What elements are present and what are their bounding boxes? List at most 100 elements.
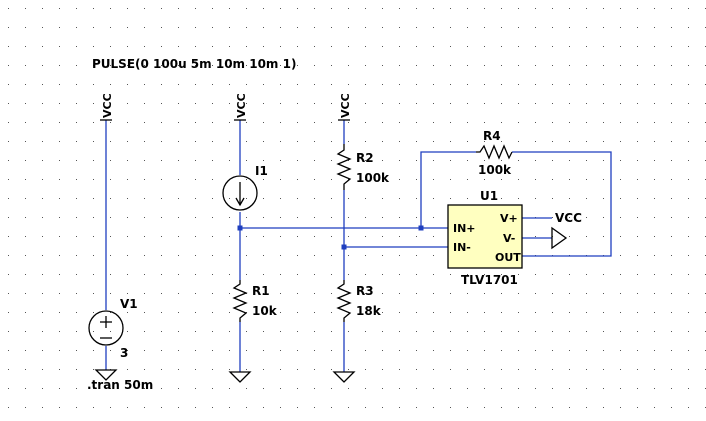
- grid-dot: [178, 255, 179, 256]
- resistor-r4[interactable]: R4 100k: [476, 129, 513, 177]
- grid-dot: [433, 369, 434, 370]
- grid-dot: [280, 236, 281, 237]
- grid-dot: [297, 198, 298, 199]
- grid-dot: [331, 407, 332, 408]
- grid-dot: [212, 8, 213, 9]
- resistor-r1[interactable]: R1 10k: [232, 280, 278, 322]
- grid-dot: [654, 27, 655, 28]
- resistor-r2[interactable]: R2 100k: [336, 144, 390, 190]
- grid-dot: [518, 122, 519, 123]
- grid-dot: [467, 65, 468, 66]
- current-source-i1[interactable]: I1: [222, 164, 268, 211]
- grid-dot: [569, 312, 570, 313]
- grid-dot: [416, 369, 417, 370]
- grid-dot: [586, 388, 587, 389]
- grid-dot: [314, 198, 315, 199]
- grid-dot: [297, 65, 298, 66]
- grid-dot: [144, 331, 145, 332]
- grid-dot: [161, 236, 162, 237]
- grid-dot: [110, 103, 111, 104]
- grid-dot: [59, 274, 60, 275]
- grid-dot: [569, 274, 570, 275]
- grid-dot: [42, 293, 43, 294]
- grid-dot: [637, 8, 638, 9]
- grid-dot: [552, 217, 553, 218]
- grid-dot: [654, 160, 655, 161]
- grid-dot: [552, 198, 553, 199]
- grid-dot: [382, 350, 383, 351]
- grid-dot: [8, 331, 9, 332]
- grid-dot: [42, 198, 43, 199]
- grid-dot: [348, 122, 349, 123]
- grid-dot: [535, 103, 536, 104]
- grid-dot: [42, 27, 43, 28]
- grid-dot: [178, 350, 179, 351]
- grid-dot: [246, 103, 247, 104]
- grid-dot: [280, 293, 281, 294]
- grid-dot: [178, 179, 179, 180]
- grid-dot: [212, 369, 213, 370]
- grid-dot: [144, 312, 145, 313]
- grid-dot: [144, 160, 145, 161]
- grid-dot: [246, 27, 247, 28]
- grid-dot: [484, 293, 485, 294]
- grid-dot: [25, 236, 26, 237]
- grid-dot: [263, 331, 264, 332]
- grid-dot: [212, 84, 213, 85]
- grid-dot: [467, 369, 468, 370]
- grid-dot: [688, 103, 689, 104]
- voltage-source-v1[interactable]: V1 3: [88, 297, 138, 360]
- grid-dot: [603, 312, 604, 313]
- grid-dot: [246, 141, 247, 142]
- grid-dot: [688, 369, 689, 370]
- grid-dot: [688, 388, 689, 389]
- grid-dot: [620, 65, 621, 66]
- grid-dot: [76, 255, 77, 256]
- grid-dot: [399, 141, 400, 142]
- grid-dot: [365, 369, 366, 370]
- grid-dot: [110, 27, 111, 28]
- grid-dot: [586, 312, 587, 313]
- grid-dot: [467, 274, 468, 275]
- grid-dot: [280, 312, 281, 313]
- grid-dot: [59, 179, 60, 180]
- grid-dot: [569, 46, 570, 47]
- grid-dot: [569, 103, 570, 104]
- grid-dot: [178, 198, 179, 199]
- grid-dot: [535, 331, 536, 332]
- grid-dot: [586, 274, 587, 275]
- grid-dot: [195, 255, 196, 256]
- grid-dot: [229, 331, 230, 332]
- grid-dot: [637, 293, 638, 294]
- voltage-source-symbol: [88, 310, 124, 346]
- grid-dot: [212, 312, 213, 313]
- resistor-r3[interactable]: R3 18k: [336, 280, 382, 322]
- grid-dot: [416, 141, 417, 142]
- grid-dot: [246, 160, 247, 161]
- grid-dot: [246, 236, 247, 237]
- r2-name: R2: [356, 151, 374, 165]
- grid-dot: [416, 331, 417, 332]
- grid-dot: [297, 350, 298, 351]
- grid-dot: [110, 65, 111, 66]
- grid-dot: [195, 274, 196, 275]
- grid-dot: [229, 407, 230, 408]
- grid-dot: [93, 388, 94, 389]
- grid-dot: [671, 179, 672, 180]
- tran-directive[interactable]: .tran 50m: [87, 378, 153, 392]
- grid-dot: [59, 350, 60, 351]
- resistor-symbol: [336, 144, 352, 190]
- grid-dot: [110, 293, 111, 294]
- grid-dot: [620, 312, 621, 313]
- comparator-u1[interactable]: U1 TLV1701 IN+ IN- V+ V- OUT: [447, 189, 523, 287]
- grid-dot: [263, 198, 264, 199]
- grid-dot: [144, 46, 145, 47]
- grid-dot: [195, 369, 196, 370]
- grid-dot: [688, 274, 689, 275]
- grid-dot: [382, 236, 383, 237]
- grid-dot: [42, 407, 43, 408]
- grid-dot: [535, 65, 536, 66]
- grid-dot: [93, 350, 94, 351]
- pulse-directive[interactable]: PULSE(0 100u 5m 10m 10m 1): [92, 57, 296, 71]
